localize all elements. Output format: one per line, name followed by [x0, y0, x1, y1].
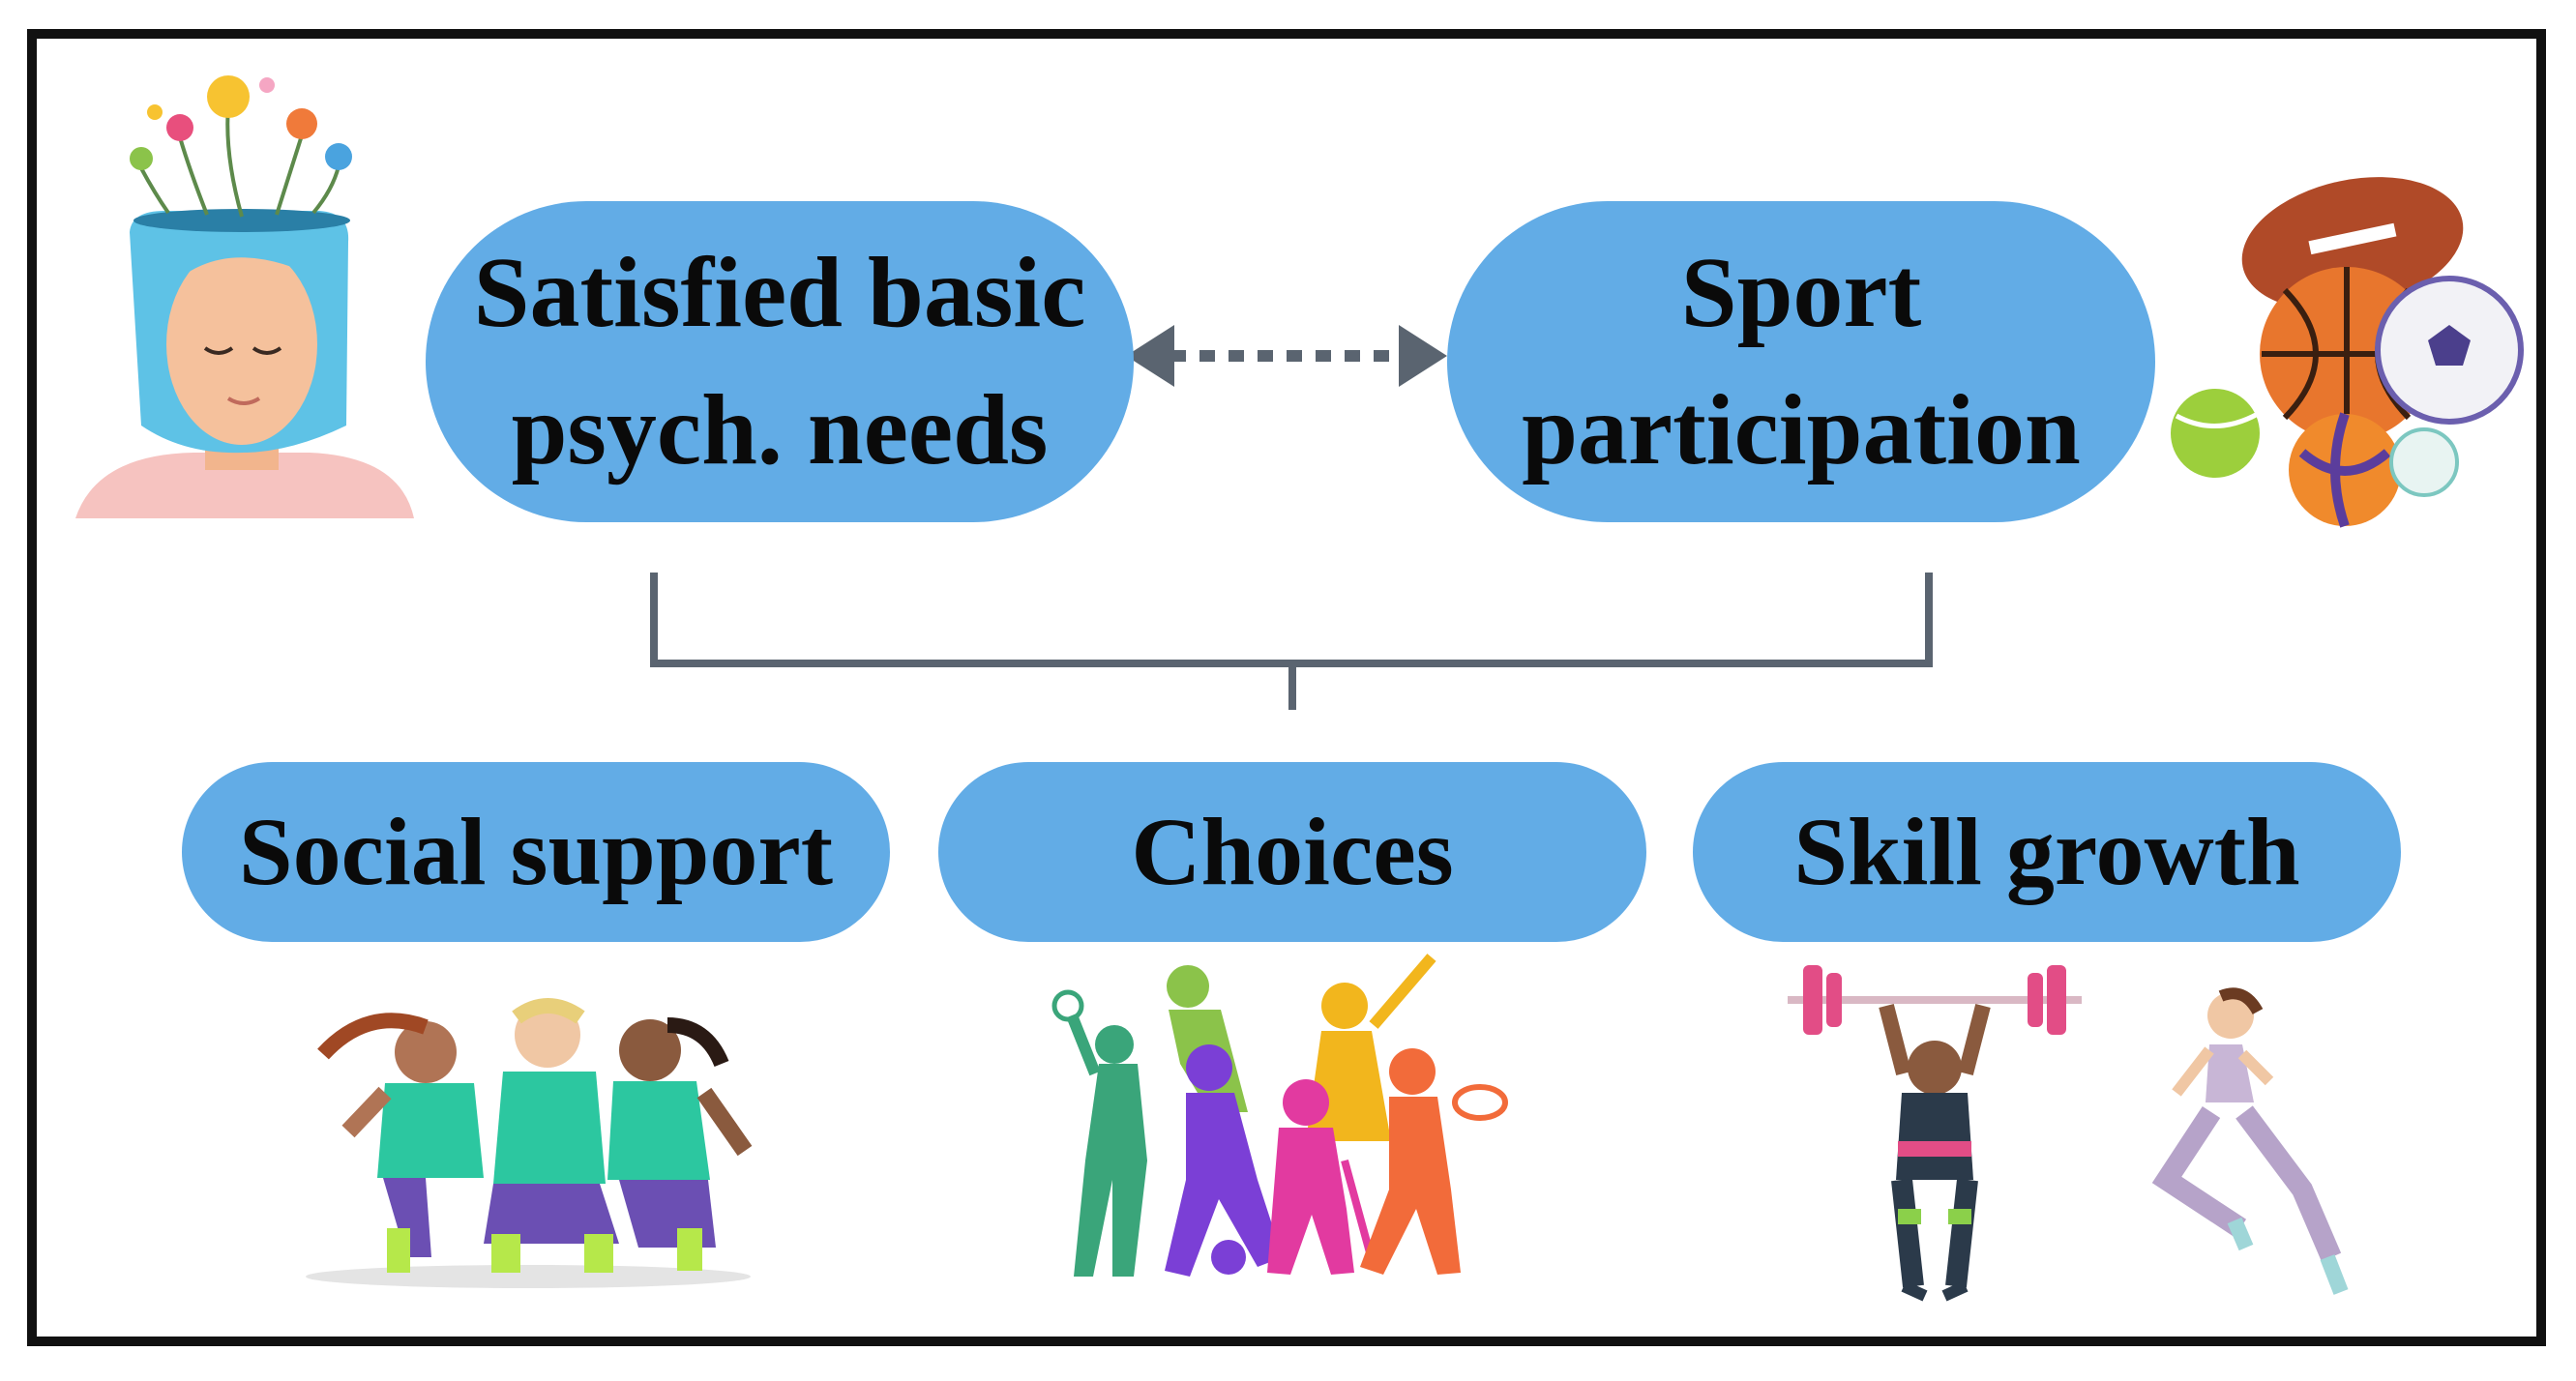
node-label-line: Sport [1680, 237, 1922, 348]
node-satisfied-basic-psych-needs: Satisfied basic psych. needs [426, 201, 1134, 522]
node-label-line: psych. needs [511, 374, 1049, 485]
node-label-line: Satisfied basic [473, 237, 1086, 348]
node-sport-participation: Sport participation [1447, 201, 2155, 522]
node-skill-growth: Skill growth [1693, 762, 2401, 942]
team-celebration-icon [306, 998, 753, 1288]
sports-balls-icon [2171, 177, 2524, 528]
node-social-support: Social support [182, 762, 890, 942]
weightlifter-icon [1788, 965, 2082, 1302]
node-label: Social support [238, 798, 833, 905]
mind-flowers-woman-icon [75, 75, 414, 518]
multi-sport-silhouettes-icon [1051, 954, 1508, 1277]
node-label-line: participation [1522, 374, 2081, 485]
runner-icon [2151, 987, 2349, 1295]
bidirectional-dotted-arrow [1126, 325, 1447, 387]
node-label: Choices [1131, 798, 1454, 905]
bracket-connector [650, 573, 1933, 710]
node-label: Skill growth [1793, 798, 2300, 905]
node-choices: Choices [938, 762, 1646, 942]
